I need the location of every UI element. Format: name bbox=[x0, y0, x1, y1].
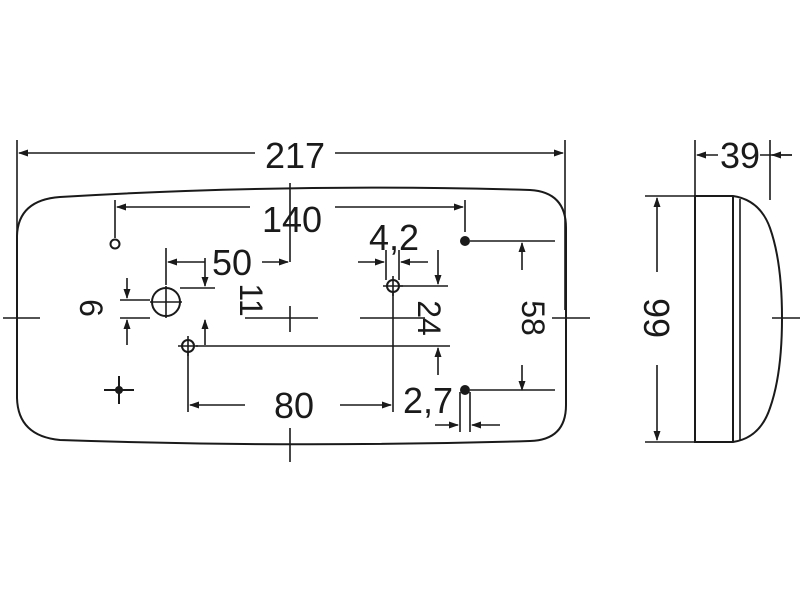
dim-24: 24 bbox=[411, 300, 447, 336]
hole-top-right bbox=[460, 236, 470, 246]
dim-58: 58 bbox=[515, 300, 551, 336]
dim-6: 6 bbox=[73, 299, 109, 317]
side-view: 39 99 bbox=[636, 135, 800, 443]
hole-top-left bbox=[109, 238, 121, 250]
housing-outline bbox=[16, 186, 567, 446]
dim-217: 217 bbox=[265, 135, 325, 176]
dim-80: 80 bbox=[274, 385, 314, 426]
dim-50: 50 bbox=[212, 242, 252, 283]
dim-2-7: 2,7 bbox=[403, 380, 453, 421]
cross-mark-bottom-left bbox=[104, 376, 134, 404]
side-body-outline bbox=[694, 195, 784, 443]
dim-39: 39 bbox=[720, 135, 760, 176]
dim-11: 11 bbox=[233, 283, 269, 316]
dim-99: 99 bbox=[636, 298, 677, 338]
dim-140: 140 bbox=[262, 199, 322, 240]
front-view: 217 140 50 bbox=[3, 135, 590, 462]
dim-4-2: 4,2 bbox=[369, 217, 419, 258]
hole-bottom-right bbox=[460, 385, 470, 395]
